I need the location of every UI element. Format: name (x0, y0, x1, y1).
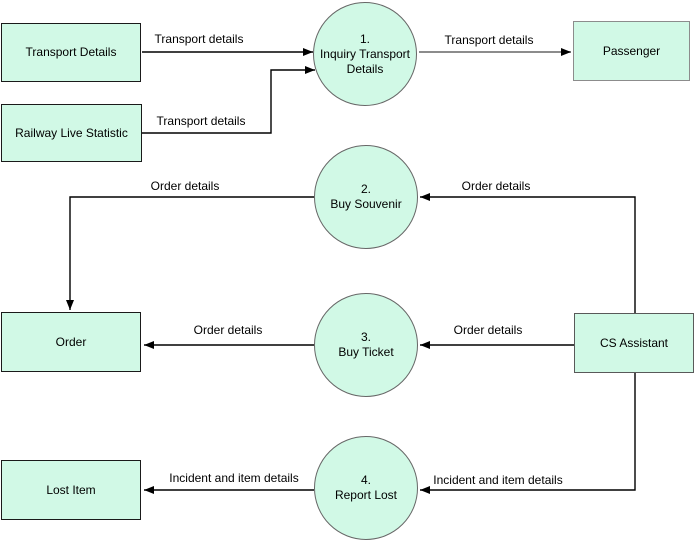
flow-railway-statistic-to-inquiry (142, 66, 315, 134)
flow-label-order-details-right-ticket: Order details (451, 323, 525, 337)
flow-cs-assistant-to-report-lost (420, 373, 636, 494)
entity-label: Lost Item (46, 482, 96, 497)
flow-label-order-details-right-souvenir: Order details (459, 179, 533, 193)
entity-passenger: Passenger (573, 21, 690, 81)
process-label: Buy Souvenir (330, 197, 402, 211)
process-number: 1. (359, 31, 370, 46)
entity-railway-live-statistic: Railway Live Statistic (1, 104, 142, 162)
process-report-lost: 4. Report Lost (314, 436, 418, 540)
entity-lost-item: Lost Item (1, 460, 141, 520)
process-inquiry-transport-details: 1. Inquiry Transport Details (313, 2, 417, 106)
entity-label: Order (55, 334, 87, 349)
process-buy-souvenir: 2. Buy Souvenir (314, 145, 418, 249)
entity-label: Passenger (602, 43, 661, 58)
flow-label-order-details-left-ticket: Order details (191, 323, 265, 337)
process-number: 4. (360, 473, 371, 487)
entity-label: Transport Details (25, 45, 117, 59)
flow-label-transport-details-3: Transport details (442, 33, 536, 47)
process-label: Buy Ticket (338, 345, 394, 359)
flow-cs-assistant-to-buy-souvenir (420, 193, 636, 313)
entity-label: CS Assistant (599, 335, 669, 350)
flow-label-transport-details-1: Transport details (152, 32, 246, 46)
flow-buy-souvenir-to-order (66, 196, 314, 310)
entity-order: Order (1, 312, 141, 372)
process-number: 2. (360, 182, 371, 196)
entity-label: Railway Live Statistic (15, 125, 128, 140)
process-label: Report Lost (334, 488, 398, 502)
flow-label-incident-details-right: Incident and item details (431, 473, 565, 487)
entity-cs-assistant: CS Assistant (574, 313, 694, 373)
process-label: Inquiry Transport Details (319, 46, 411, 76)
flow-label-transport-details-2: Transport details (154, 114, 248, 128)
entity-transport-details: Transport Details (1, 23, 141, 82)
process-buy-ticket: 3. Buy Ticket (314, 293, 418, 397)
flow-label-order-details-left-souvenir: Order details (148, 179, 222, 193)
process-number: 3. (360, 330, 371, 344)
flow-label-incident-details-left: Incident and item details (167, 471, 301, 485)
